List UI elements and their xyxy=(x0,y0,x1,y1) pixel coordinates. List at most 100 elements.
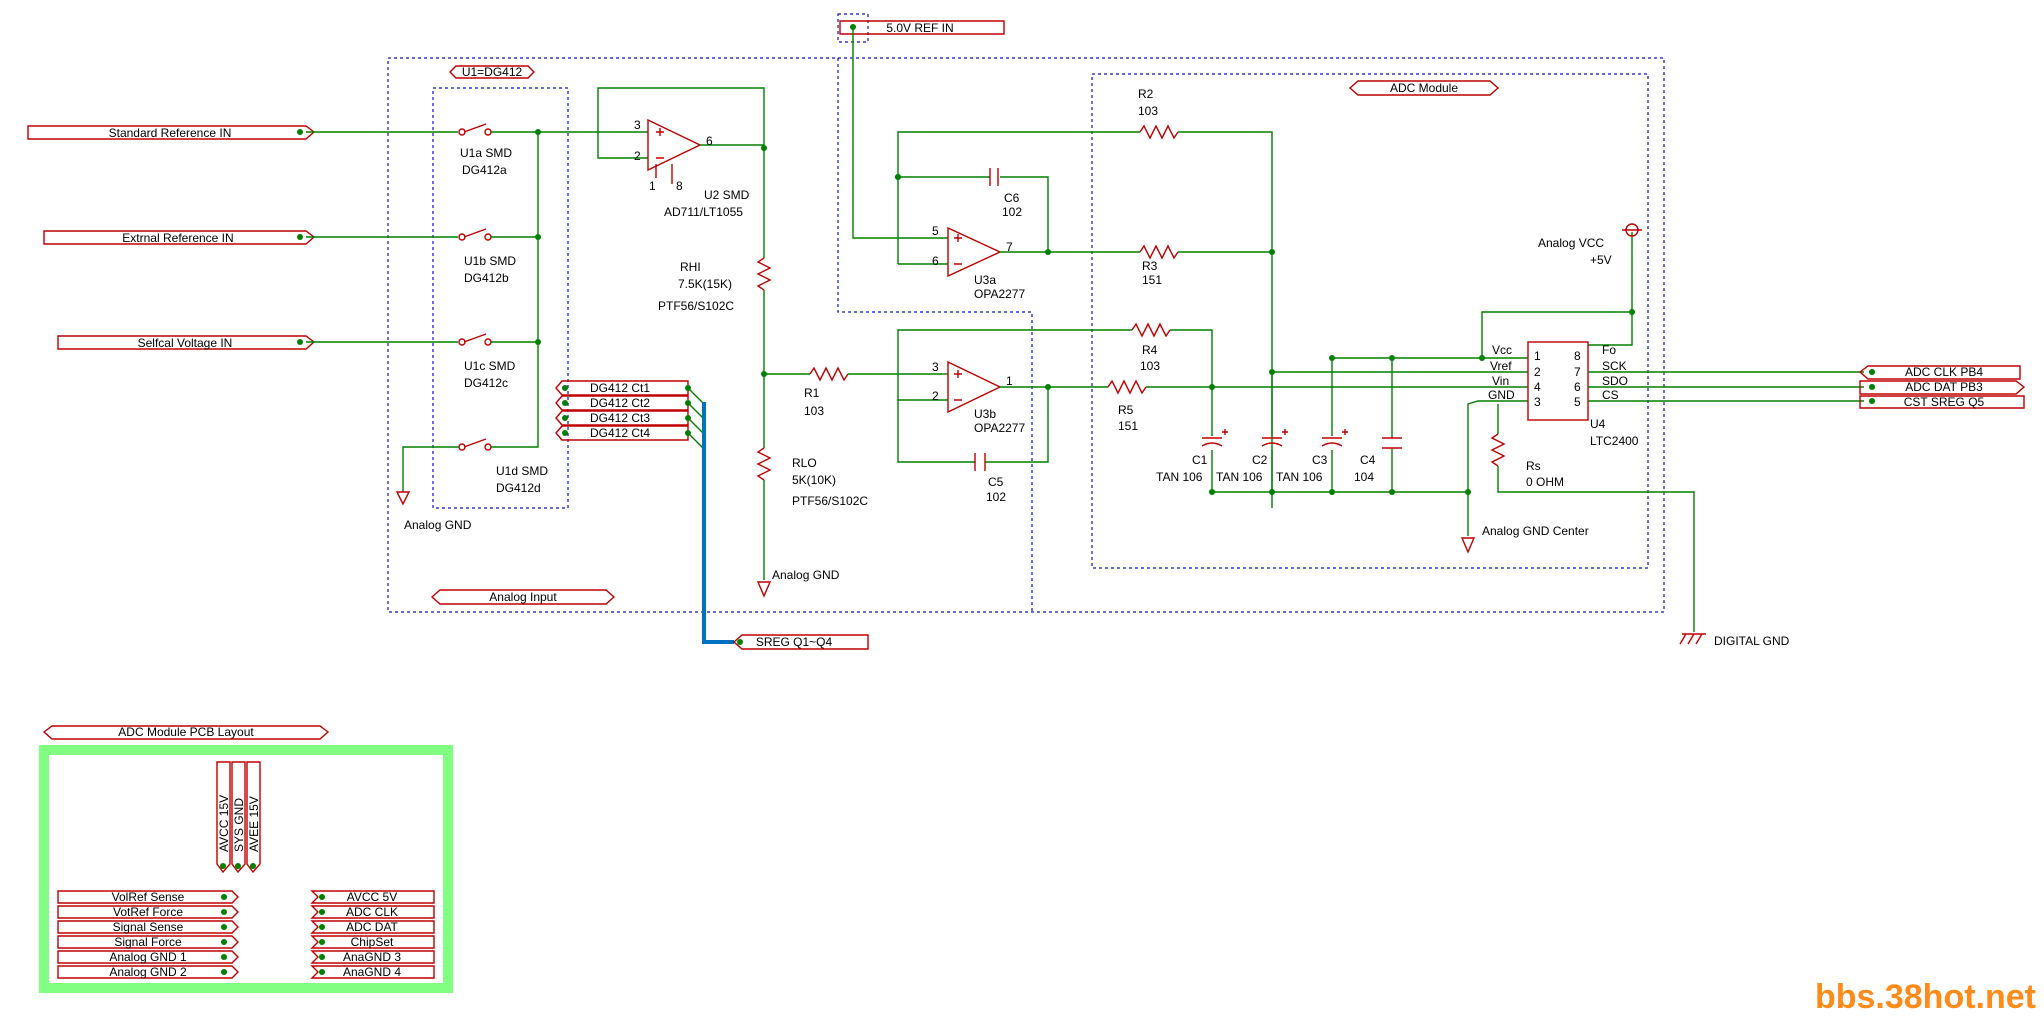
pcb-right-port-0-label: AVCC 5V xyxy=(347,890,397,904)
u4-pin-sdo-num: 6 xyxy=(1574,380,1581,394)
pcb-layout-label: ADC Module PCB Layout xyxy=(42,725,330,740)
c4-value: 104 xyxy=(1354,470,1374,484)
resistor-r4: R4 103 xyxy=(1131,322,1213,388)
u1-block-label-text: U1=DG412 xyxy=(462,65,523,79)
u3a-pin-out: 7 xyxy=(1006,240,1013,254)
resistor-r3: R3 151 xyxy=(1139,244,1272,287)
watermark: bbs.38hot.net xyxy=(1815,978,2036,1016)
u1a-name: U1a SMD xyxy=(460,146,512,160)
pcb-right-port-3-label: ChipSet xyxy=(351,935,394,949)
rs-value: 0 OHM xyxy=(1526,475,1564,489)
u2-part: AD711/LT1055 xyxy=(664,205,743,219)
pcb-left-port-2[interactable]: Signal Sense xyxy=(57,920,239,934)
u4-pin-vref-name: Vref xyxy=(1490,359,1512,373)
pcb-top-port-avee-label: AVEE 15V xyxy=(247,796,261,852)
u2-pin-minus: 2 xyxy=(634,149,641,163)
u3b-name: U3b xyxy=(974,407,996,421)
pcb-left-port-5[interactable]: Analog GND 2 xyxy=(57,965,239,979)
c3-value: TAN 106 xyxy=(1276,470,1323,484)
pcb-right-port-2[interactable]: ADC DAT xyxy=(310,920,435,934)
pcb-top-port-sysgnd-label: SYS GND xyxy=(232,798,246,852)
control-port-ct2[interactable]: DG412 Ct2 xyxy=(555,395,691,411)
u2-pin-plus: 3 xyxy=(634,118,641,132)
port-adc-dat[interactable]: ADC DAT PB3 xyxy=(1859,380,2026,395)
r1-name: R1 xyxy=(804,386,820,400)
port-5v-ref[interactable]: 5.0V REF IN xyxy=(839,20,1005,35)
c5-value: 102 xyxy=(986,490,1006,504)
analog-input-block xyxy=(387,13,1665,613)
pcb-right-port-5[interactable]: AnaGND 4 xyxy=(310,965,435,979)
port-standard-reference[interactable]: Standard Reference IN xyxy=(27,125,316,140)
r2-value: 103 xyxy=(1138,104,1158,118)
u4-pin-gnd-name: GND xyxy=(1488,388,1515,402)
switch-u1b xyxy=(458,228,538,241)
analog-gnd-center: Analog GND Center xyxy=(1460,400,1589,554)
u1c-part: DG412c xyxy=(464,376,508,390)
u4-pin-vcc-num: 1 xyxy=(1534,349,1541,363)
analog-gnd-mid: Analog GND xyxy=(756,568,840,598)
c2-value: TAN 106 xyxy=(1216,470,1263,484)
rhi-value: 7.5K(15K) xyxy=(678,277,732,291)
pcb-left-port-1[interactable]: VotRef Force xyxy=(57,905,239,919)
capacitor-c3: C3 TAN 106 xyxy=(1276,429,1348,484)
control-port-ct3[interactable]: DG412 Ct3 xyxy=(555,410,691,426)
u2-name: U2 SMD xyxy=(704,188,750,202)
u1d-name: U1d SMD xyxy=(496,464,548,478)
u2-pin-8: 8 xyxy=(676,179,683,193)
pcb-top-port-sysgnd[interactable]: SYS GND xyxy=(231,761,246,874)
capacitor-c5: C5 102 xyxy=(974,453,1006,504)
pcb-top-port-avcc[interactable]: AVCC 15V xyxy=(216,761,231,874)
analog-gnd-mid-label: Analog GND xyxy=(772,568,840,582)
u4-pin-sck-name: SCK xyxy=(1602,359,1627,373)
port-sreg[interactable]: SREG Q1~Q4 xyxy=(732,634,869,650)
u1d-part: DG412d xyxy=(496,481,541,495)
port-sreg-label: SREG Q1~Q4 xyxy=(756,635,833,649)
u3a-pin-plus: 5 xyxy=(932,224,939,238)
pcb-right-port-0[interactable]: AVCC 5V xyxy=(310,890,435,904)
pcb-right-port-4-label: AnaGND 3 xyxy=(343,950,401,964)
port-external-reference[interactable]: Extrnal Reference IN xyxy=(43,230,316,245)
pcb-right-port-4[interactable]: AnaGND 3 xyxy=(310,950,435,964)
control-port-ct4-label: DG412 Ct4 xyxy=(590,426,650,440)
control-ports: DG412 Ct1 DG412 Ct2 DG412 Ct3 DG412 Ct4 xyxy=(555,380,705,450)
analog-vcc-label: Analog VCC xyxy=(1538,236,1604,250)
pcb-left-port-0[interactable]: VolRef Sense xyxy=(57,890,239,904)
u3b-opamp: 3 2 1 U3b OPA2277 xyxy=(897,329,1132,463)
pcb-top-port-avee[interactable]: AVEE 15V xyxy=(246,761,261,874)
u2-pin-out: 6 xyxy=(706,134,713,148)
u3a-part: OPA2277 xyxy=(974,287,1025,301)
c6-value: 102 xyxy=(1002,205,1022,219)
r3-name: R3 xyxy=(1142,259,1158,273)
pcb-left-port-4[interactable]: Analog GND 1 xyxy=(57,950,239,964)
c5-name: C5 xyxy=(988,475,1004,489)
sreg-bus xyxy=(702,402,734,644)
rlo-value: 5K(10K) xyxy=(792,473,836,487)
rs-name: Rs xyxy=(1526,459,1541,473)
port-cst-sreg[interactable]: CST SREG Q5 xyxy=(1859,395,2025,409)
port-adc-clk[interactable]: ADC CLK PB4 xyxy=(1858,365,2021,380)
c1-value: TAN 106 xyxy=(1156,470,1203,484)
pcb-left-port-3[interactable]: Signal Force xyxy=(57,935,239,949)
analog-gnd-left-label: Analog GND xyxy=(404,518,472,532)
pcb-left-port-4-label: Analog GND 1 xyxy=(109,950,187,964)
pcb-board-outline xyxy=(39,745,453,993)
control-port-ct1-label: DG412 Ct1 xyxy=(590,381,650,395)
u3b-pin-plus: 3 xyxy=(932,360,939,374)
pcb-right-port-1[interactable]: ADC CLK xyxy=(310,905,435,919)
pcb-right-port-3[interactable]: ChipSet xyxy=(310,935,435,949)
resistor-rlo: RLO 5K(10K) PTF56/S102C xyxy=(756,374,868,580)
control-port-ct1[interactable]: DG412 Ct1 xyxy=(555,380,691,396)
r1-value: 103 xyxy=(804,404,824,418)
capacitor-c1: C1 TAN 106 xyxy=(1156,429,1228,484)
port-selfcal-voltage[interactable]: Selfcal Voltage IN xyxy=(57,335,316,350)
c6-name: C6 xyxy=(1004,191,1020,205)
resistor-r1: R1 103 xyxy=(764,366,942,418)
port-5v-ref-label: 5.0V REF IN xyxy=(886,21,953,35)
analog-input-label: Analog Input xyxy=(430,589,616,605)
capacitor-c2: C2 TAN 106 xyxy=(1216,429,1288,484)
u1b-name: U1b SMD xyxy=(464,254,516,268)
control-port-ct4[interactable]: DG412 Ct4 xyxy=(555,425,691,441)
pcb-left-port-5-label: Analog GND 2 xyxy=(109,965,187,979)
analog-gnd-left: Analog GND xyxy=(395,491,472,532)
